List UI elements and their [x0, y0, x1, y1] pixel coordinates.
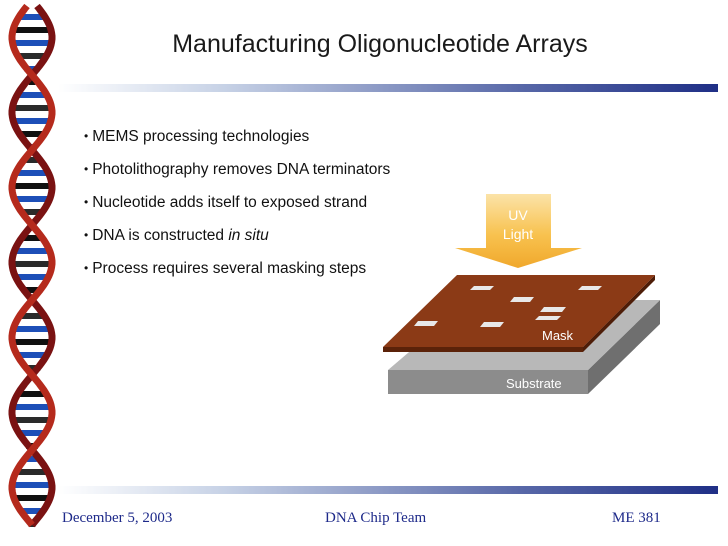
helix-rung — [12, 482, 52, 488]
helix-rung — [28, 79, 36, 85]
helix-rung — [13, 495, 51, 501]
bullet-text: Process requires several masking steps — [92, 260, 367, 277]
helix-rung — [14, 326, 50, 332]
title-divider — [58, 84, 718, 92]
helix-rung — [16, 53, 48, 59]
mask-opening — [414, 321, 438, 326]
helix-rung — [12, 118, 52, 124]
helix-strand-a — [8, 3, 56, 528]
bullet-item: •Process requires several masking steps — [84, 258, 390, 291]
bullet-list: •MEMS processing technologies •Photolith… — [84, 126, 390, 291]
helix-rung — [13, 105, 51, 111]
footer-divider — [58, 486, 718, 494]
helix-rung — [18, 92, 45, 98]
helix-rung — [17, 469, 47, 475]
bullet-item: •Photolithography removes DNA terminator… — [84, 159, 390, 192]
helix-rung — [17, 170, 47, 176]
helix-rung — [12, 417, 52, 423]
bullet-dot: • — [84, 228, 89, 242]
helix-rung — [24, 66, 40, 72]
substrate-label: Substrate — [506, 376, 562, 391]
substrate-front — [388, 370, 588, 394]
helix-rung — [26, 157, 38, 163]
uv-light-arrow — [455, 194, 582, 268]
helix-rung — [14, 274, 50, 280]
helix-rung — [20, 14, 43, 20]
helix-rung — [19, 209, 45, 215]
mask-opening — [480, 322, 504, 327]
helix-rung — [13, 27, 51, 33]
mask-opening — [578, 286, 602, 290]
footer-team: DNA Chip Team — [325, 510, 427, 526]
mask-opening — [540, 307, 566, 312]
bullet-italic-text: in situ — [228, 227, 269, 244]
footer-date: December 5, 2003 — [62, 510, 173, 526]
bullet-dot: • — [84, 261, 89, 275]
bullet-text: Photolithography removes DNA terminators — [92, 161, 391, 178]
mask-openings — [414, 286, 602, 327]
helix-rung — [12, 339, 52, 345]
helix-rung — [23, 235, 41, 241]
mask-label: Mask — [542, 328, 574, 343]
bullet-item: •MEMS processing technologies — [84, 126, 390, 159]
substrate-side — [588, 300, 660, 394]
bullet-text: MEMS processing technologies — [92, 128, 310, 145]
slide-title: Manufacturing Oligonucleotide Arrays — [172, 30, 588, 58]
helix-rung — [23, 365, 41, 371]
helix-rung — [19, 391, 45, 397]
bullet-text: Nucleotide adds itself to exposed strand — [92, 194, 368, 211]
helix-strand-b — [8, 3, 56, 528]
helix-rung — [18, 508, 45, 514]
helix-rung — [21, 287, 43, 293]
footer-course: ME 381 — [612, 510, 661, 526]
helix-rung — [13, 404, 51, 410]
helix-rung — [13, 196, 51, 202]
bullet-text: DNA is constructed — [92, 227, 229, 244]
mask-top — [383, 275, 655, 347]
bullet-dot: • — [84, 129, 89, 143]
helix-rung — [12, 183, 52, 189]
helix-rung — [21, 313, 43, 319]
helix-rung — [15, 248, 49, 254]
helix-rung — [12, 261, 52, 267]
mask-side — [583, 275, 655, 352]
helix-rung — [15, 352, 49, 358]
uv-label-line2: Light — [503, 226, 533, 242]
mask-front-edge — [383, 347, 583, 352]
bullet-item: •Nucleotide adds itself to exposed stran… — [84, 192, 390, 225]
bullet-item: •DNA is constructed in situ — [84, 225, 390, 258]
bullet-dot: • — [84, 195, 89, 209]
mask-opening — [535, 316, 561, 320]
helix-rung — [12, 40, 52, 46]
bullet-dot: • — [84, 162, 89, 176]
helix-rung — [17, 430, 47, 436]
mask-opening — [470, 286, 494, 290]
uv-label-line1: UV — [508, 207, 528, 223]
mask-opening — [510, 297, 534, 302]
helix-rung — [27, 456, 37, 462]
helix-rung — [17, 131, 47, 137]
